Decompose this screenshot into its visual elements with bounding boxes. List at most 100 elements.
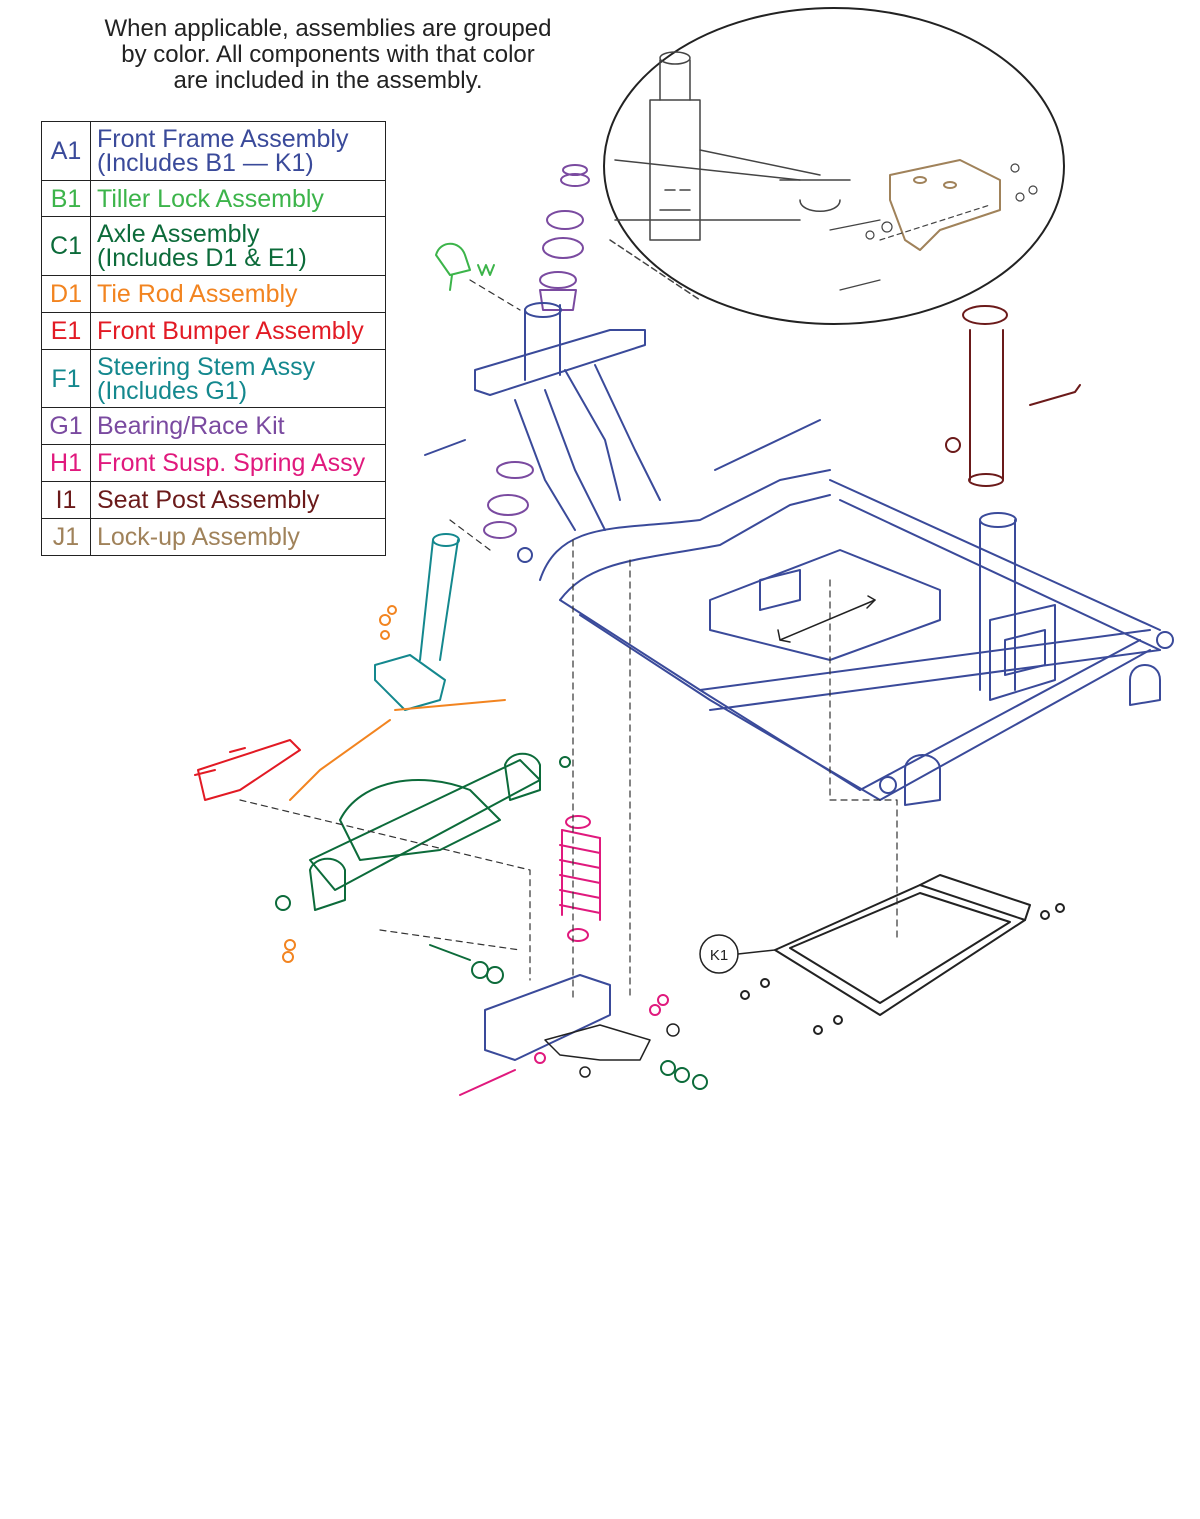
legend-desc-line1: Axle Assembly [97, 220, 260, 248]
frame-head-tube [524, 304, 561, 381]
legend-row-c1: C1 Axle Assembly (Includes D1 & E1) [41, 216, 386, 276]
legend-desc-line2: (Includes G1) [97, 376, 248, 405]
legend-code: A1 [41, 121, 91, 181]
bearing-ring [496, 461, 534, 479]
tie-rod-bar [289, 719, 391, 801]
instruction-note: When applicable, assemblies are grouped … [48, 16, 608, 94]
tie-rod-assembly [282, 605, 506, 963]
front-bumper-assembly [194, 739, 301, 801]
frame-seat-post-tube [979, 519, 1016, 691]
assembly-lines [239, 279, 898, 1001]
seat-post-tube [969, 329, 1004, 481]
swing-arm-bracket [484, 974, 611, 1061]
frame-back-rail [829, 479, 1161, 651]
bearing-ring [487, 494, 529, 516]
legend-code: C1 [41, 216, 91, 276]
seat-post-collar [962, 305, 1008, 325]
frame-bolt [424, 439, 466, 456]
detail-inset [603, 7, 1065, 325]
legend-description: Front Frame Assembly (Includes B1 — K1) [90, 121, 386, 181]
seat-post-bolt [1029, 384, 1081, 406]
bearing-ring [539, 271, 577, 289]
bearing-ring [483, 521, 517, 539]
instruction-line-2: by color. All components with that color [121, 41, 535, 68]
frame-axle-mount [904, 754, 941, 806]
axle-bolt [429, 944, 471, 961]
legend-row-g1: G1 Bearing/Race Kit [41, 407, 386, 445]
legend-row-j1: J1 Lock-up Assembly [41, 518, 386, 556]
seat-post-assembly [945, 305, 1081, 487]
legend-row-a1: A1 Front Frame Assembly (Includes B1 — K… [41, 121, 386, 181]
frame-down-tube [564, 364, 661, 501]
k1-leader [737, 949, 776, 955]
k1-callout: K1 [699, 934, 776, 974]
lockup-detail [889, 159, 1001, 251]
motor-mount-plate [740, 874, 1065, 1035]
frame-long-rail [579, 614, 881, 801]
legend-row-b1: B1 Tiller Lock Assembly [41, 180, 386, 217]
frame-bolt [714, 419, 821, 471]
legend-code: G1 [41, 407, 91, 445]
front-suspension-spring [459, 815, 669, 1096]
swing-arm-plate [484, 974, 611, 1061]
spring-bolt [459, 1069, 516, 1096]
frame-down-tube [514, 389, 606, 531]
tiller-lock-spring [477, 264, 495, 276]
legend-code: J1 [41, 518, 91, 556]
legend-desc-line1: Front Frame Assembly [97, 125, 349, 153]
bearing-ring [546, 210, 584, 230]
legend-desc-line2: (Includes B1 — K1) [97, 149, 314, 177]
legend-code: H1 [41, 444, 91, 482]
legend-code: B1 [41, 180, 91, 217]
swing-arm [544, 1023, 680, 1078]
direction-arrows [777, 595, 876, 643]
frame-rail-left [539, 469, 831, 581]
frame-axle-mount [1129, 664, 1161, 706]
inset-hardware [829, 163, 1038, 291]
axle-end [309, 857, 346, 911]
frame-rail-left [559, 494, 831, 601]
axle-housing [339, 779, 501, 861]
front-frame-assembly [424, 302, 1174, 806]
legend-row-h1: H1 Front Susp. Spring Assy [41, 444, 386, 482]
legend-description: Tiller Lock Assembly [90, 180, 386, 217]
inset-frame-detail [609, 51, 851, 301]
steering-stem-shaft [419, 539, 459, 661]
legend-description: Steering Stem Assy (Includes G1) [90, 349, 386, 408]
lockup-bracket [889, 159, 1001, 251]
legend-description: Front Bumper Assembly [90, 312, 386, 350]
legend-desc-line2: (Includes D1 & E1) [97, 244, 307, 272]
legend-row-f1: F1 Steering Stem Assy (Includes G1) [41, 349, 386, 408]
tie-rod-bar [394, 699, 506, 711]
spring-coil [559, 829, 601, 914]
frame-seat-plate [989, 604, 1056, 701]
bearing-ring [542, 237, 584, 259]
frame-battery-tray [709, 549, 941, 661]
bearing-ring [560, 173, 590, 187]
tiller-lock-assembly [435, 242, 495, 291]
assembly-legend-table: A1 Front Frame Assembly (Includes B1 — K… [41, 121, 386, 556]
tiller-lock-knob [435, 242, 471, 276]
steering-stem-assembly [374, 533, 460, 711]
legend-description: Tie Rod Assembly [90, 275, 386, 313]
mount-plate [774, 884, 1026, 1016]
instruction-line-3: are included in the assembly. [173, 67, 483, 94]
k1-label: K1 [710, 947, 728, 964]
legend-code: F1 [41, 349, 91, 408]
legend-row-d1: D1 Tie Rod Assembly [41, 275, 386, 313]
legend-description: Lock-up Assembly [90, 518, 386, 556]
legend-description: Bearing/Race Kit [90, 407, 386, 445]
axle-end [504, 752, 541, 801]
legend-code: I1 [41, 481, 91, 519]
instruction-line-1: When applicable, assemblies are grouped [104, 15, 552, 42]
axle-assembly [275, 752, 708, 1090]
legend-description: Front Susp. Spring Assy [90, 444, 386, 482]
detail-ellipse [603, 7, 1065, 325]
steering-stem-plate [374, 654, 446, 711]
frame-cross-rail [699, 629, 1161, 711]
front-bumper [197, 739, 301, 801]
legend-desc-line1: Steering Stem Assy [97, 352, 316, 381]
frame-top-bracket [474, 329, 646, 396]
bearing-race-kit [483, 164, 590, 539]
